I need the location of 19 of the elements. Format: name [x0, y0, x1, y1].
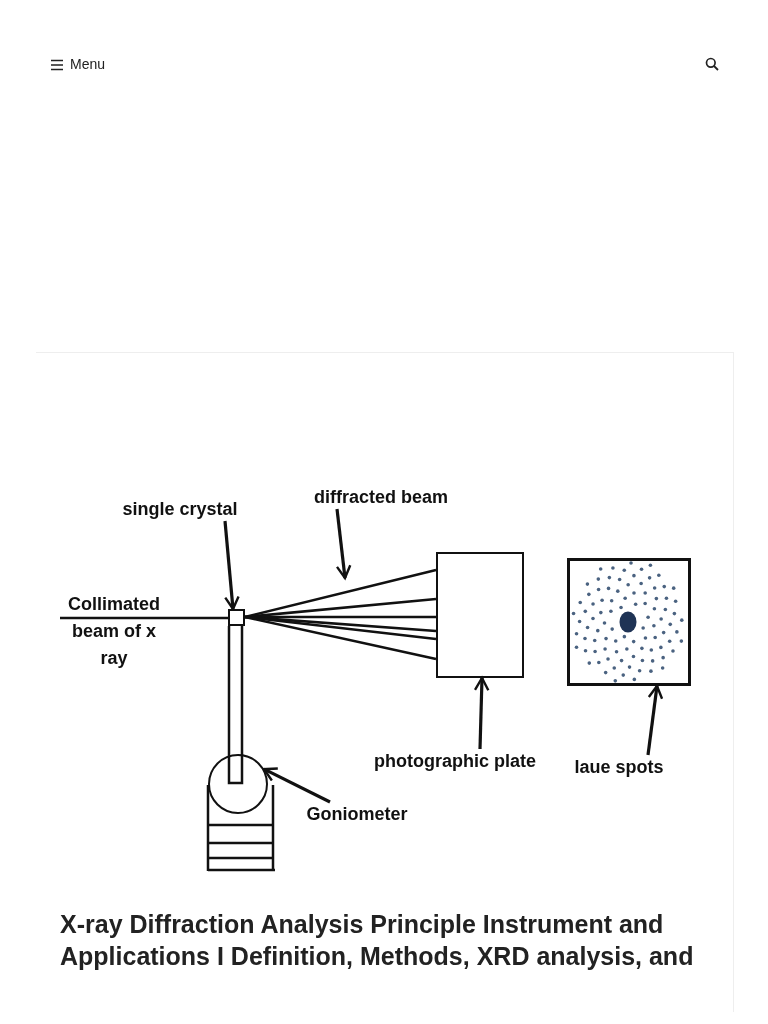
arrow — [646, 684, 664, 756]
beam-line — [244, 568, 437, 619]
menu-button: Menu — [50, 54, 106, 75]
arrow — [223, 520, 240, 611]
photographic-plate — [436, 552, 524, 678]
callout-label: photographic plate — [374, 750, 536, 773]
crystal-square — [228, 609, 245, 626]
beam-line — [244, 615, 437, 661]
callout-label: Collimated beam of x ray — [67, 593, 161, 670]
beam-line — [244, 597, 437, 619]
article-title: X-ray Diffraction Analysis Principle Instrument and Applications I Definition, Methods, XRD analysis, and — [60, 909, 695, 972]
callout-label: laue spots — [574, 756, 664, 779]
beam-line — [60, 616, 228, 620]
callout-label: single crystal — [122, 498, 238, 521]
callout-label: Goniometer — [306, 803, 408, 826]
arrow — [262, 767, 331, 804]
arrow — [335, 508, 352, 580]
callout-label: diffracted beam — [313, 486, 448, 509]
arrow — [473, 676, 490, 750]
